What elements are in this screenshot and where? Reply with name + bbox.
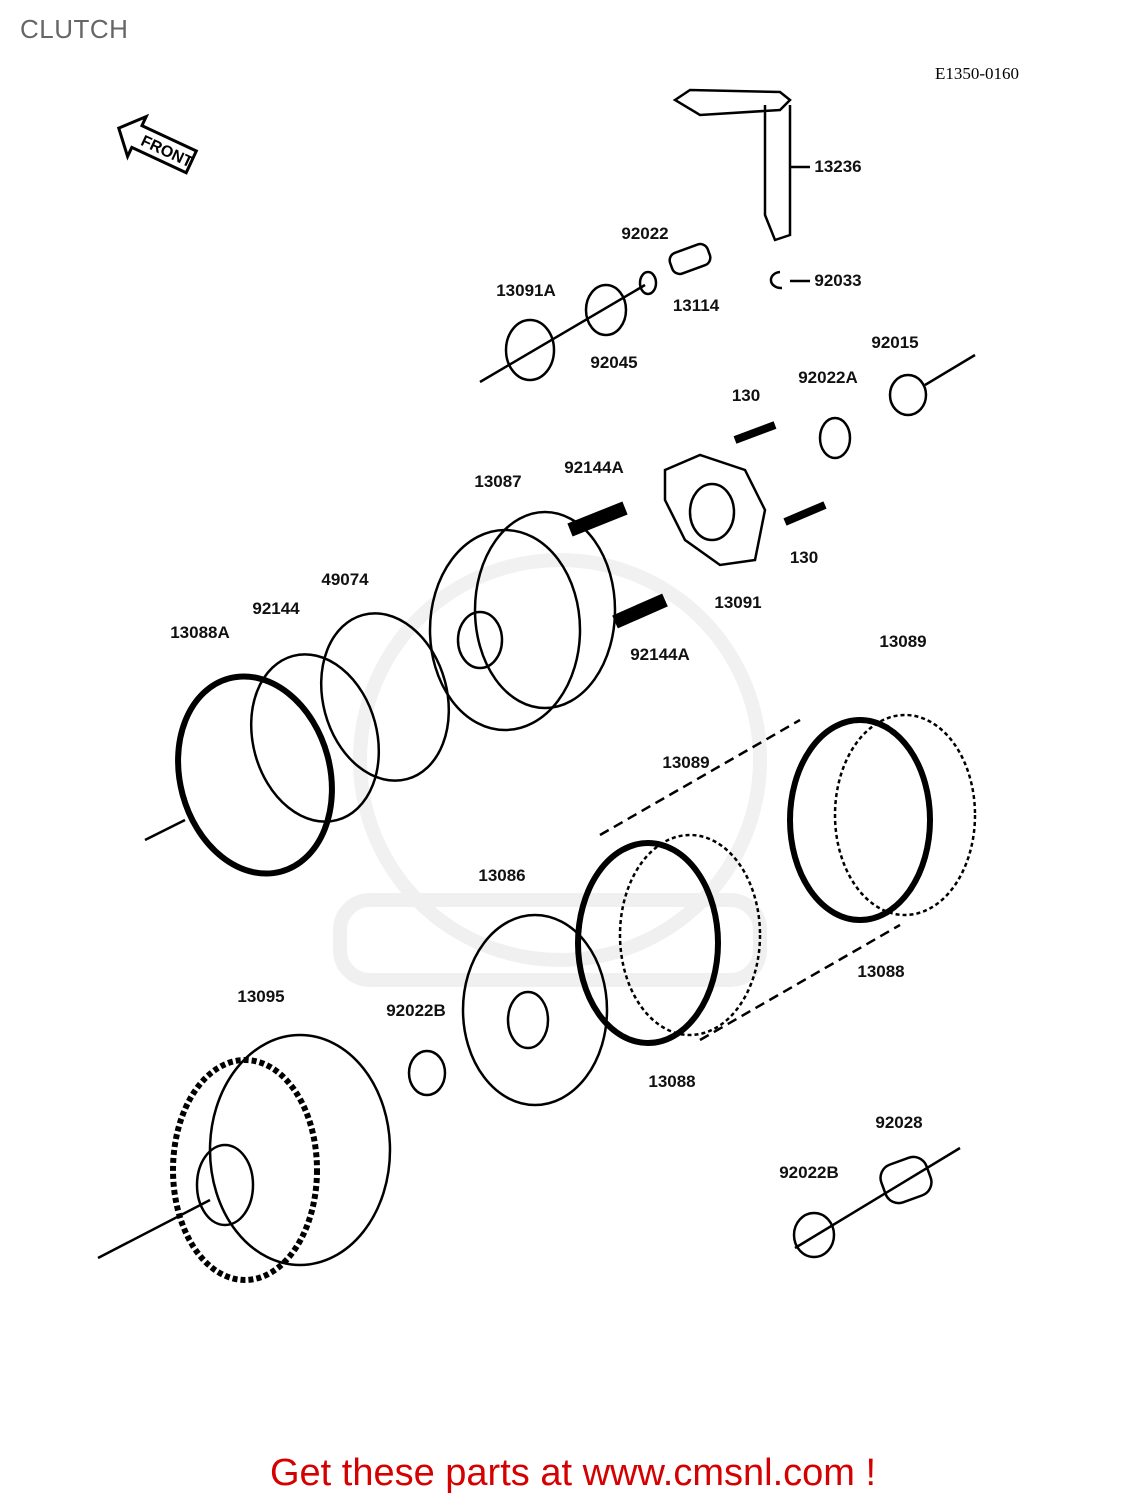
page-title: CLUTCH	[20, 14, 129, 44]
part-label-92022[interactable]: 92022	[620, 224, 670, 244]
part-92022A-washer	[818, 416, 852, 460]
part-label-13087[interactable]: 13087	[473, 472, 523, 492]
part-13088-friction-plate	[575, 840, 721, 1046]
part-92144-spring-ring	[249, 653, 381, 823]
part-130-bolt	[783, 501, 827, 526]
part-label-92033[interactable]: 92033	[813, 271, 863, 291]
part-label-13088[interactable]: 13088	[856, 962, 906, 982]
part-label-13114[interactable]: 13114	[671, 296, 721, 316]
part-label-13088a[interactable]: 13088A	[169, 623, 231, 643]
part-130-bolt	[733, 421, 777, 444]
part-13114-pushrod	[668, 242, 712, 276]
part-49074-ring	[319, 612, 451, 782]
part-label-13091a[interactable]: 13091A	[495, 281, 557, 301]
part-92028-collar	[879, 1155, 933, 1205]
part-13088A-friction-plate	[175, 673, 335, 877]
part-label-92015[interactable]: 92015	[870, 333, 920, 353]
part-92144A-spring	[612, 593, 668, 629]
part-13095-clutch-housing	[170, 1033, 392, 1283]
part-13091-plate	[663, 453, 767, 567]
part-label-13086[interactable]: 13086	[477, 866, 527, 886]
part-label-13089[interactable]: 13089	[878, 632, 928, 652]
part-13088-friction-plate	[787, 717, 933, 923]
front-arrow-icon: FRONT	[116, 113, 199, 175]
part-label-92022a[interactable]: 92022A	[797, 368, 859, 388]
part-92033-circlip	[769, 270, 783, 290]
part-92022B-washer	[407, 1049, 447, 1097]
footer-link[interactable]: Get these parts at www.cmsnl.com !	[269, 1452, 877, 1494]
part-13086-clutch-hub	[461, 913, 609, 1107]
part-92015-nut	[888, 373, 928, 417]
diagram-code: E1350-0160	[935, 64, 1020, 83]
part-label-130[interactable]: 130	[730, 386, 762, 406]
part-92022-washer	[638, 270, 658, 296]
part-label-13091[interactable]: 13091	[713, 593, 763, 613]
part-label-92144a[interactable]: 92144A	[563, 458, 625, 478]
part-92022B-washer	[792, 1211, 836, 1259]
part-label-13089[interactable]: 13089	[661, 753, 711, 773]
part-label-13095[interactable]: 13095	[236, 987, 286, 1007]
part-label-92022b[interactable]: 92022B	[385, 1001, 447, 1021]
part-label-92022b[interactable]: 92022B	[778, 1163, 840, 1183]
part-label-130[interactable]: 130	[788, 548, 820, 568]
part-13089-steel-plate	[618, 833, 762, 1037]
part-92144A-spring	[567, 501, 628, 537]
part-92045-bearing	[584, 283, 628, 337]
part-label-92144[interactable]: 92144	[251, 599, 301, 619]
part-label-13088[interactable]: 13088	[647, 1072, 697, 1092]
part-13089-steel-plate	[833, 713, 977, 917]
part-13236-release-shaft	[672, 88, 810, 242]
part-label-92045[interactable]: 92045	[589, 353, 639, 373]
part-label-92144a[interactable]: 92144A	[629, 645, 691, 665]
part-label-49074[interactable]: 49074	[320, 570, 370, 590]
part-13091A-seal	[504, 318, 556, 382]
part-label-13236[interactable]: 13236	[813, 157, 863, 177]
part-label-92028[interactable]: 92028	[874, 1113, 924, 1133]
part-13087-pressure-plate	[428, 510, 617, 732]
